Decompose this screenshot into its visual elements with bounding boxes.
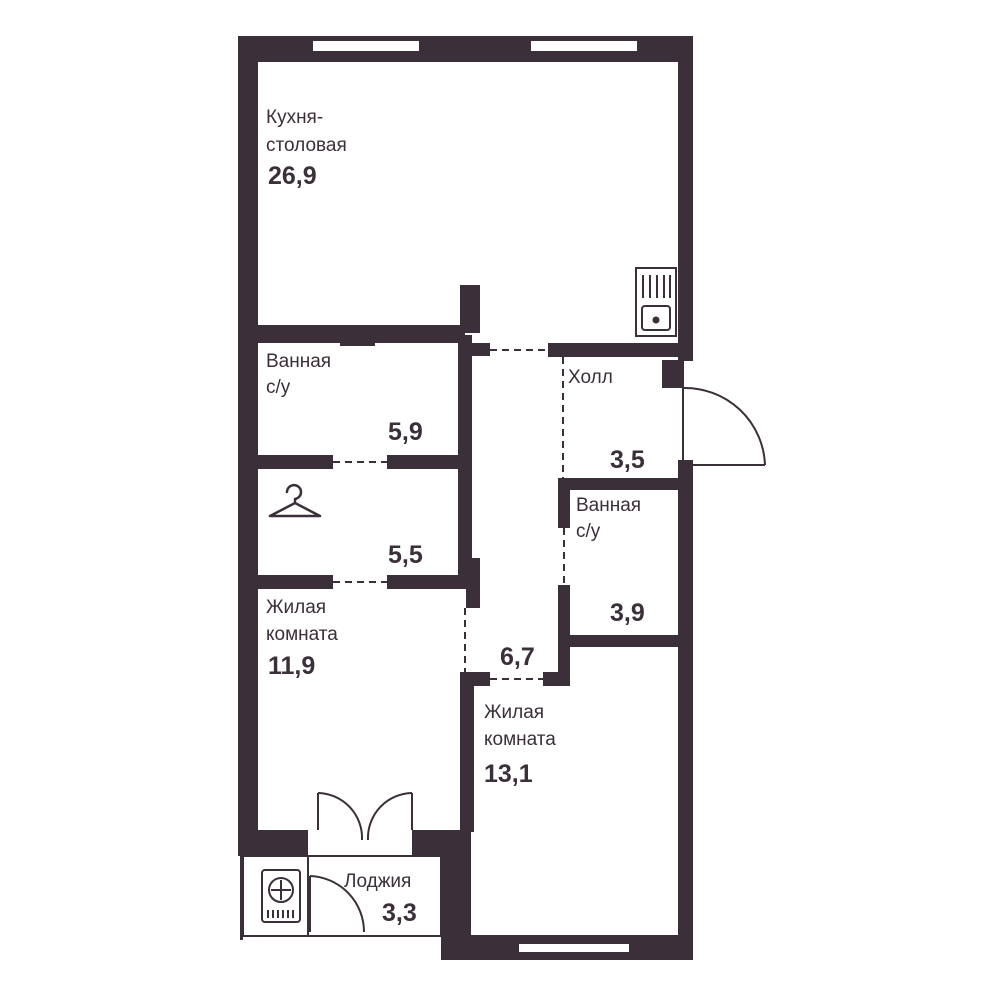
room-bath2: Ванная с/у 3,9: [576, 495, 645, 627]
room-label: Ванная: [266, 351, 331, 372]
room-kitchen: Кухня- столовая 26,9: [266, 107, 347, 190]
room-area: 26,9: [268, 162, 317, 190]
room-label: Ванная: [576, 495, 641, 516]
room-living1: Жилая комната 11,9: [266, 597, 338, 680]
room-label: Лоджия: [344, 871, 411, 892]
room-label: Холл: [568, 367, 613, 388]
room-area: 13,1: [484, 760, 533, 788]
room-area: 3,9: [610, 599, 645, 627]
room-label: с/у: [266, 377, 291, 398]
room-area: 3,3: [382, 899, 417, 927]
room-bath1: Ванная с/у 5,9: [266, 351, 423, 446]
room-label: Жилая: [266, 597, 326, 618]
room-label: Жилая: [484, 702, 544, 723]
ac-unit-icon: [261, 869, 301, 923]
loggia-door-icon: [309, 875, 365, 933]
room-area: 11,9: [268, 652, 315, 680]
room-wardrobe: 5,5: [388, 541, 423, 569]
room-label: комната: [484, 729, 556, 750]
loggia-frame: [242, 855, 442, 937]
room-hall: Холл 3,5: [568, 367, 645, 474]
room-label: с/у: [576, 521, 601, 542]
room-loggia: Лоджия 3,3: [344, 871, 417, 927]
room-area: 3,5: [610, 446, 645, 474]
hanger-icon: [268, 483, 322, 518]
room-area: 5,5: [388, 541, 423, 569]
sink-icon: [635, 267, 677, 337]
door-swing-icon: [682, 385, 766, 466]
room-label: комната: [266, 624, 338, 645]
door-openings: [333, 349, 565, 680]
balcony-door-icon: [317, 792, 413, 841]
room-living2: Жилая комната 13,1: [484, 702, 556, 788]
walls: [238, 36, 693, 960]
room-area: 6,7: [500, 643, 535, 671]
room-corridor: 6,7: [500, 643, 535, 671]
room-area: 5,9: [388, 418, 423, 446]
windows: [311, 39, 639, 954]
room-label: Кухня-: [266, 107, 323, 128]
room-label: столовая: [266, 135, 347, 156]
